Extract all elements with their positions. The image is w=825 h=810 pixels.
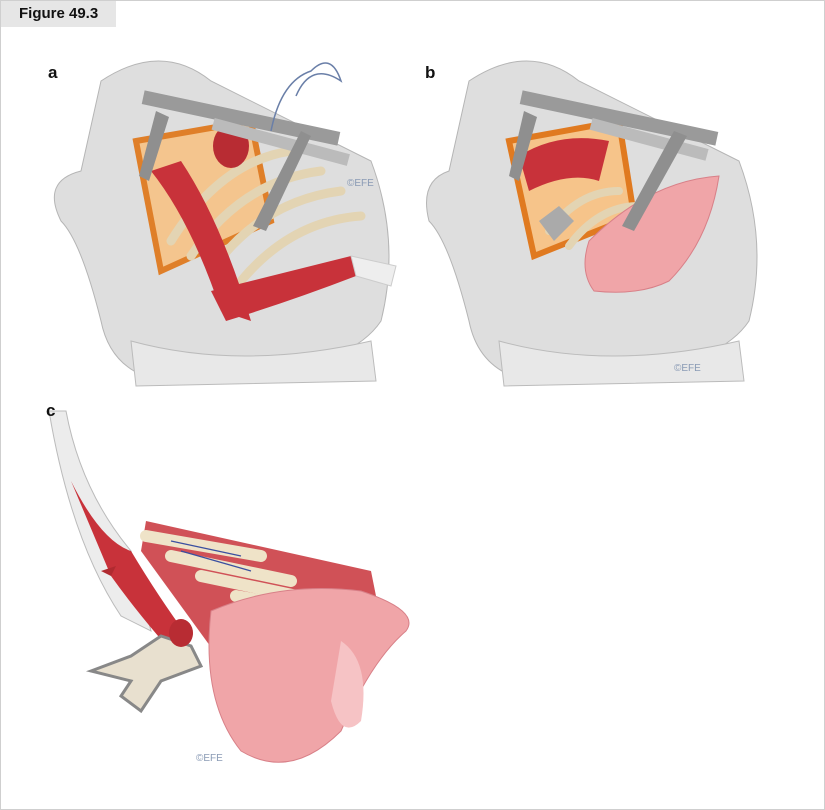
copyright-mark: ©EFE <box>347 178 374 189</box>
panel-a-illustration: ©EFE <box>53 60 397 387</box>
panel-b-illustration: ©EFE <box>426 60 758 387</box>
figure-title: Figure 49.3 <box>1 1 116 27</box>
panel-c-label: c <box>46 401 56 420</box>
panel-c-illustration: ©EFE <box>48 410 410 764</box>
panel-a-label: a <box>48 63 58 82</box>
retractor <box>139 90 350 231</box>
copyright-mark: ©EFE <box>196 753 223 764</box>
panel-b-label: b <box>425 63 436 82</box>
copyright-mark: ©EFE <box>674 363 701 374</box>
